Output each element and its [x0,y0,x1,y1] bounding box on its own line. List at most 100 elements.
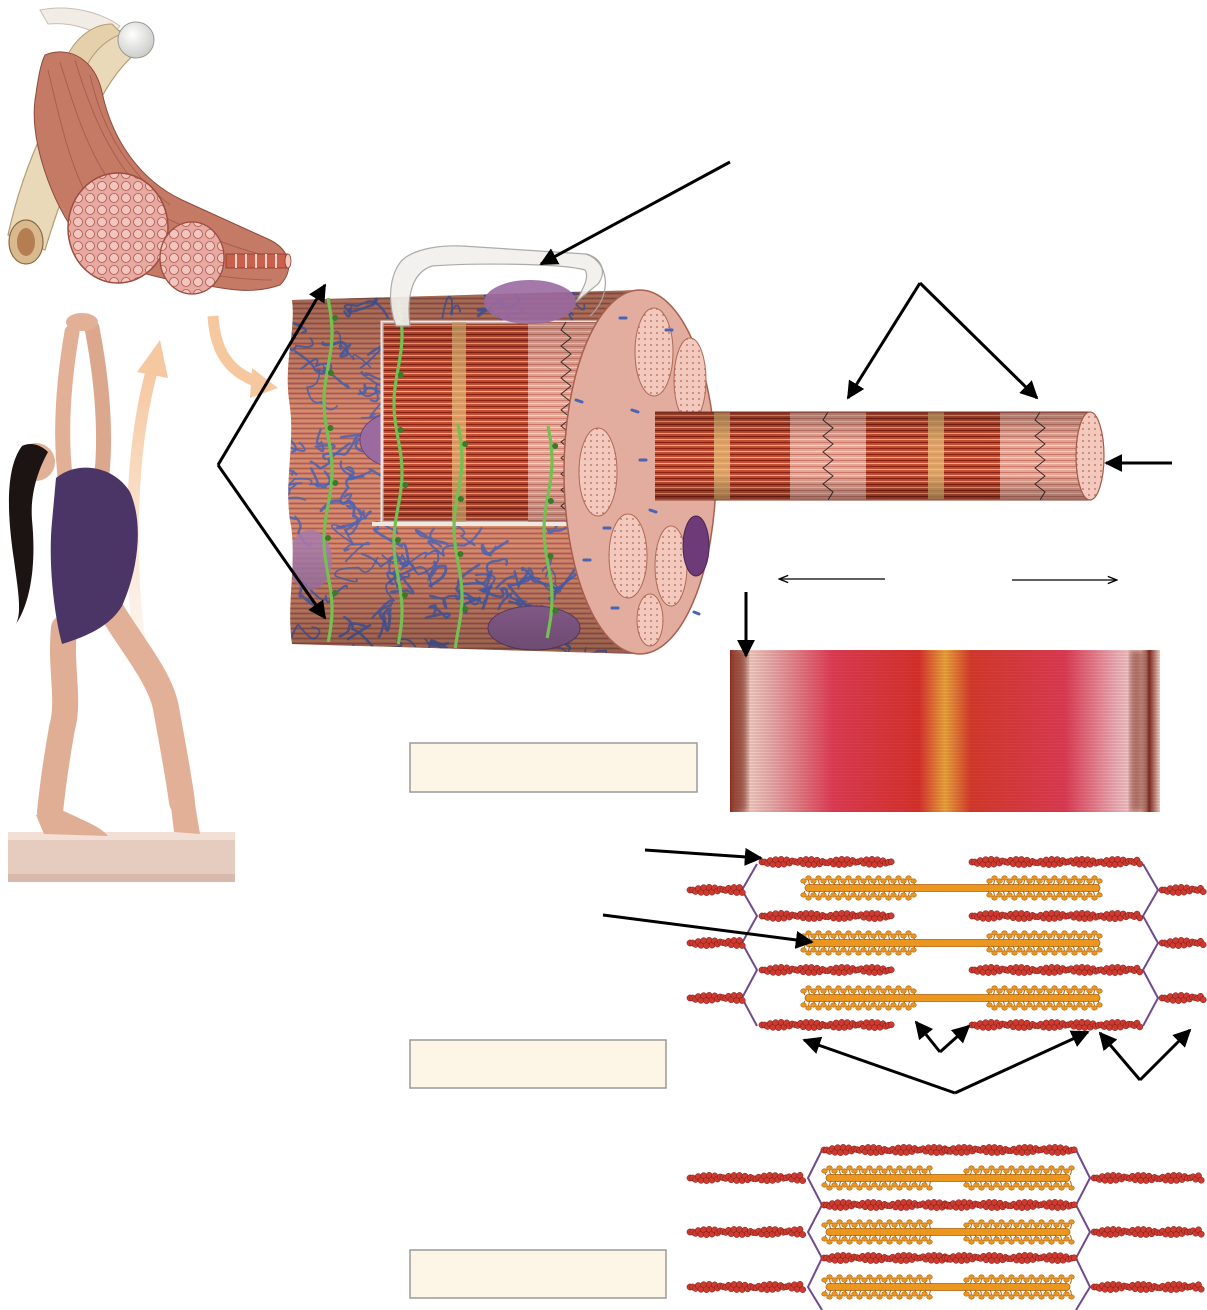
myosin-head [826,931,832,935]
myosin-head [1009,1166,1015,1170]
actin-filament [942,1199,1077,1210]
arrow-icon [848,283,920,398]
myosin-head [816,876,822,880]
myosin-head [892,1278,898,1282]
myosin-head [866,951,872,955]
myosin-head [992,951,998,955]
myosin-head [837,1275,843,1279]
myosin-head [922,1169,928,1173]
neuromuscular-junction [395,537,401,543]
myosin-head [881,934,887,938]
myosin-head [907,1240,913,1244]
myosin-head [827,1220,833,1224]
myosin-head [826,896,832,900]
myosin-head [871,1003,877,1007]
myosin-head [897,1166,903,1170]
myosin-head [871,879,877,883]
myosin-head [1062,876,1068,880]
actin-filament [687,1226,806,1237]
myosin-head [1097,989,1103,993]
myosin-head [902,1183,908,1187]
actin-bead [1071,1255,1077,1261]
myosin-head [816,986,822,990]
myosin-head [866,986,872,990]
myosin-head [1024,1278,1030,1282]
myosin-head [887,1220,893,1224]
myosin-head [1007,1003,1013,1007]
myosin-head [1067,948,1073,952]
myosin-head [886,876,892,880]
myosin-head [1047,879,1053,883]
actin-filament [969,1019,1143,1030]
myosin-head [1024,1169,1030,1173]
sarcomere-relaxed [687,856,1206,1030]
myosin-head [856,1006,862,1010]
myosin-head [989,1220,995,1224]
arrow-icon [955,1032,1088,1093]
myosin-head [811,1003,817,1007]
front-leg [110,608,182,802]
myosin-head [897,1186,903,1190]
myosin-head [912,1183,918,1187]
arrow-icon [940,1026,969,1052]
myosin-head [867,1220,873,1224]
myosin-head [887,1186,893,1190]
myosin-head [872,1292,878,1296]
myosin-head [997,893,1003,897]
myosin-head [876,931,882,935]
myosin-head [831,893,837,897]
myosin-head [821,1003,827,1007]
z-line [808,1150,822,1310]
myosin-head [886,986,892,990]
myosin-head [1044,1169,1050,1173]
z-line [1143,864,1158,1026]
myosin-head [1047,989,1053,993]
myosin-head [861,989,867,993]
myosin-head [876,876,882,880]
neuromuscular-junction [552,443,558,449]
myosin-head [984,1278,990,1282]
myosin-head [891,1003,897,1007]
myosin-head [997,1003,1003,1007]
myosin-head [1082,1006,1088,1010]
myosin-head [1002,876,1008,880]
myosin-head [856,931,862,935]
actin-filament [969,964,1143,975]
myosin-head [927,1186,933,1190]
myosin-head [1059,1275,1065,1279]
actin-bead [1198,1177,1204,1183]
myosin-head [822,1183,828,1187]
myosin-head [984,1292,990,1296]
myosin-head [861,934,867,938]
neuromuscular-junction [458,551,464,557]
myosin-head [856,951,862,955]
myosin-head [922,1278,928,1282]
actin-bead [1137,1024,1143,1030]
myosin-head [1014,1183,1020,1187]
actin-bead [1200,942,1206,948]
myosin-head [887,1240,893,1244]
myosin-head [1052,931,1058,935]
myosin-head [841,948,847,952]
myosin-head [877,1295,883,1299]
myosin-head [841,893,847,897]
myosin-head [1062,951,1068,955]
myosin-head [1062,896,1068,900]
myosin-head [822,1292,828,1296]
single-fiber [226,254,291,268]
actin-filament [1091,1226,1204,1237]
myosin-head [911,989,917,993]
bone-marrow [17,228,35,256]
myosin-head [806,876,812,880]
myosin-head [964,1292,970,1296]
myosin-head [927,1166,933,1170]
actin-bead [739,889,745,895]
myosin-tail [826,1284,1070,1291]
myosin-head [1002,896,1008,900]
myosin-head [1059,1295,1065,1299]
myosin-head [882,1169,888,1173]
myosin-filament [822,1166,1075,1190]
myosin-head [907,1220,913,1224]
myosin-head [1067,879,1073,883]
myosin-head [1027,948,1033,952]
